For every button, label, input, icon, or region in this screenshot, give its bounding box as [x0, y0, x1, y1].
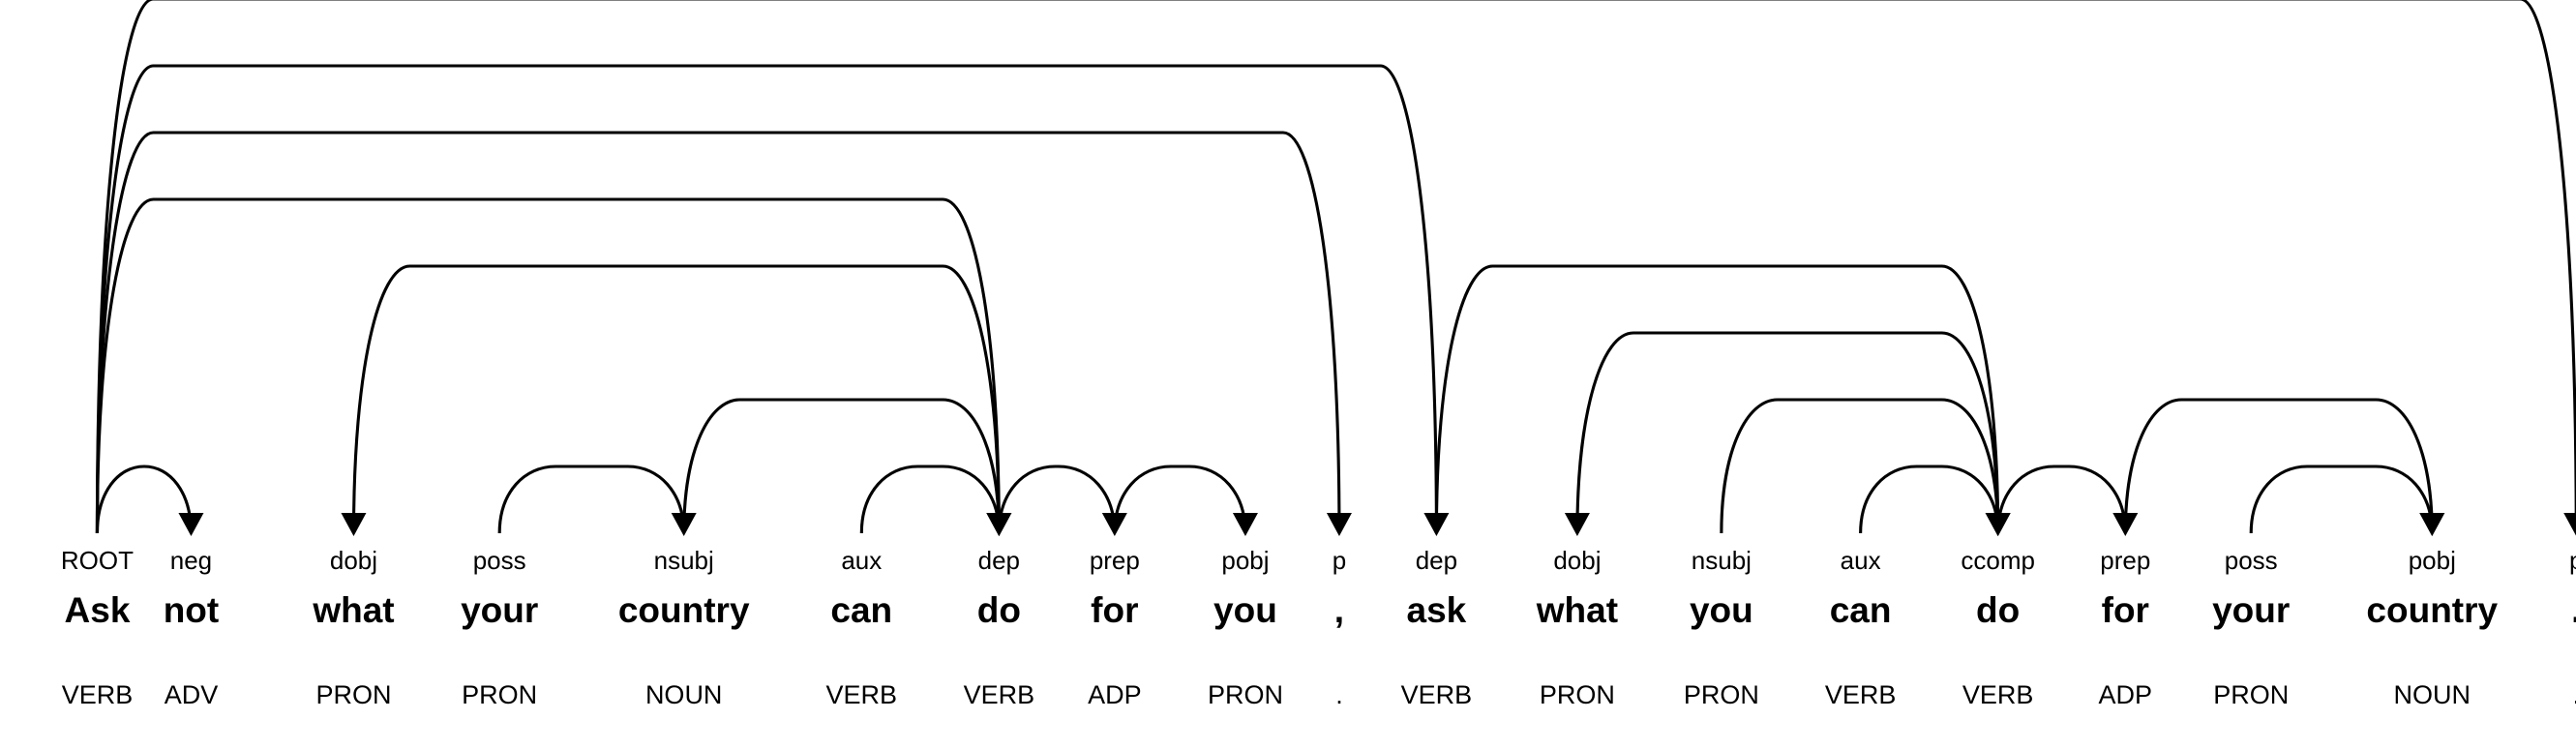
dep-label-16: poss [2225, 546, 2278, 575]
token-pos-12: PRON [1684, 680, 1759, 709]
dep-arrowhead-dobj [1564, 513, 1590, 536]
dep-arc-aux [1859, 465, 2000, 534]
dep-label-8: pobj [1221, 546, 1269, 575]
token-word-9[interactable]: , [1334, 590, 1344, 630]
arcs-layer [95, 0, 2576, 536]
dep-arc-aux [859, 465, 1001, 534]
token-word-3[interactable]: your [461, 590, 538, 630]
pos-tags-layer: VERB ADV PRON PRON NOUN VERB VERB ADP PRON. VERB P… [62, 680, 2576, 709]
dep-label-9: p [1333, 546, 1346, 575]
dep-label-4: nsubj [654, 546, 714, 575]
dep-label-3: poss [473, 546, 526, 575]
dep-arc-poss [2249, 465, 2434, 534]
dep-label-0: ROOT [61, 546, 134, 575]
token-pos-15: ADP [2099, 680, 2153, 709]
token-word-18[interactable]: . [2571, 590, 2576, 630]
dep-arc-p [95, 0, 2576, 534]
token-pos-14: VERB [1962, 680, 2034, 709]
dep-label-2: dobj [330, 546, 377, 575]
dep-arc-prep [997, 465, 1117, 534]
dep-label-7: prep [1090, 546, 1140, 575]
token-word-1[interactable]: not [164, 590, 220, 630]
token-pos-0: VERB [62, 680, 134, 709]
token-word-17[interactable]: country [2366, 590, 2498, 630]
token-pos-3: PRON [462, 680, 537, 709]
dep-arc-pobj [2123, 398, 2434, 534]
token-pos-9: . [1335, 680, 1343, 709]
token-pos-10: VERB [1401, 680, 1473, 709]
dep-arc-prep [1996, 465, 2127, 534]
dep-label-15: prep [2100, 546, 2150, 575]
dep-arc-nsubj [682, 398, 1001, 534]
dep-arc-ccomp [1434, 264, 2000, 534]
dep-label-17: pobj [2409, 546, 2456, 575]
token-pos-5: VERB [826, 680, 898, 709]
token-pos-16: PRON [2213, 680, 2289, 709]
dep-arrowhead-pobj [2419, 513, 2445, 536]
token-word-10[interactable]: ask [1407, 590, 1467, 630]
dep-label-5: aux [841, 546, 882, 575]
dep-label-13: aux [1841, 546, 1881, 575]
token-pos-17: NOUN [2394, 680, 2471, 709]
dep-label-18: p [2569, 546, 2576, 575]
dep-arc-neg [95, 465, 194, 534]
token-pos-4: NOUN [645, 680, 723, 709]
dep-label-12: nsubj [1692, 546, 1752, 575]
token-word-6[interactable]: do [977, 590, 1021, 630]
token-pos-13: VERB [1825, 680, 1897, 709]
token-word-16[interactable]: your [2212, 590, 2290, 630]
dep-arrowhead-p [2563, 513, 2576, 536]
token-pos-7: ADP [1088, 680, 1142, 709]
token-pos-1: ADV [165, 680, 219, 709]
token-word-8[interactable]: you [1213, 590, 1277, 630]
dep-label-11: dobj [1553, 546, 1601, 575]
token-word-5[interactable]: can [830, 590, 892, 630]
token-pos-6: VERB [964, 680, 1035, 709]
dep-arrowhead-dobj [341, 513, 367, 536]
dep-arc-nsubj [1720, 398, 2000, 534]
token-word-12[interactable]: you [1690, 590, 1753, 630]
token-word-13[interactable]: can [1830, 590, 1892, 630]
dep-arc-dep [95, 197, 1001, 534]
dep-label-6: dep [978, 546, 1020, 575]
token-word-14[interactable]: do [1976, 590, 2020, 630]
token-word-11[interactable]: what [1536, 590, 1618, 630]
dep-labels-layer: ROOT neg dobj poss nsubj aux dep prep pobj p dep do… [61, 546, 2576, 575]
token-pos-8: PRON [1208, 680, 1283, 709]
token-pos-11: PRON [1540, 680, 1615, 709]
token-word-7[interactable]: for [1091, 590, 1138, 630]
dep-arc-poss [497, 465, 686, 534]
dep-arc-dobj [351, 264, 1001, 534]
dep-label-14: ccomp [1961, 546, 2035, 575]
token-word-15[interactable]: for [2102, 590, 2149, 630]
dep-arrowhead-neg [178, 513, 204, 536]
token-pos-2: PRON [315, 680, 391, 709]
token-word-0[interactable]: Ask [65, 590, 131, 630]
dep-arrowhead-pobj [1232, 513, 1258, 536]
dep-arc-dep [95, 64, 1438, 534]
dep-arc-pobj [1113, 465, 1247, 534]
dep-label-10: dep [1416, 546, 1457, 575]
dep-arc-p [95, 131, 1341, 534]
token-word-2[interactable]: what [312, 590, 394, 630]
dep-label-1: neg [170, 546, 212, 575]
dep-arrowhead-p [1326, 513, 1352, 536]
token-word-4[interactable]: country [618, 590, 750, 630]
dep-arc-dobj [1575, 331, 2000, 534]
token-pos-18: . [2572, 680, 2576, 709]
